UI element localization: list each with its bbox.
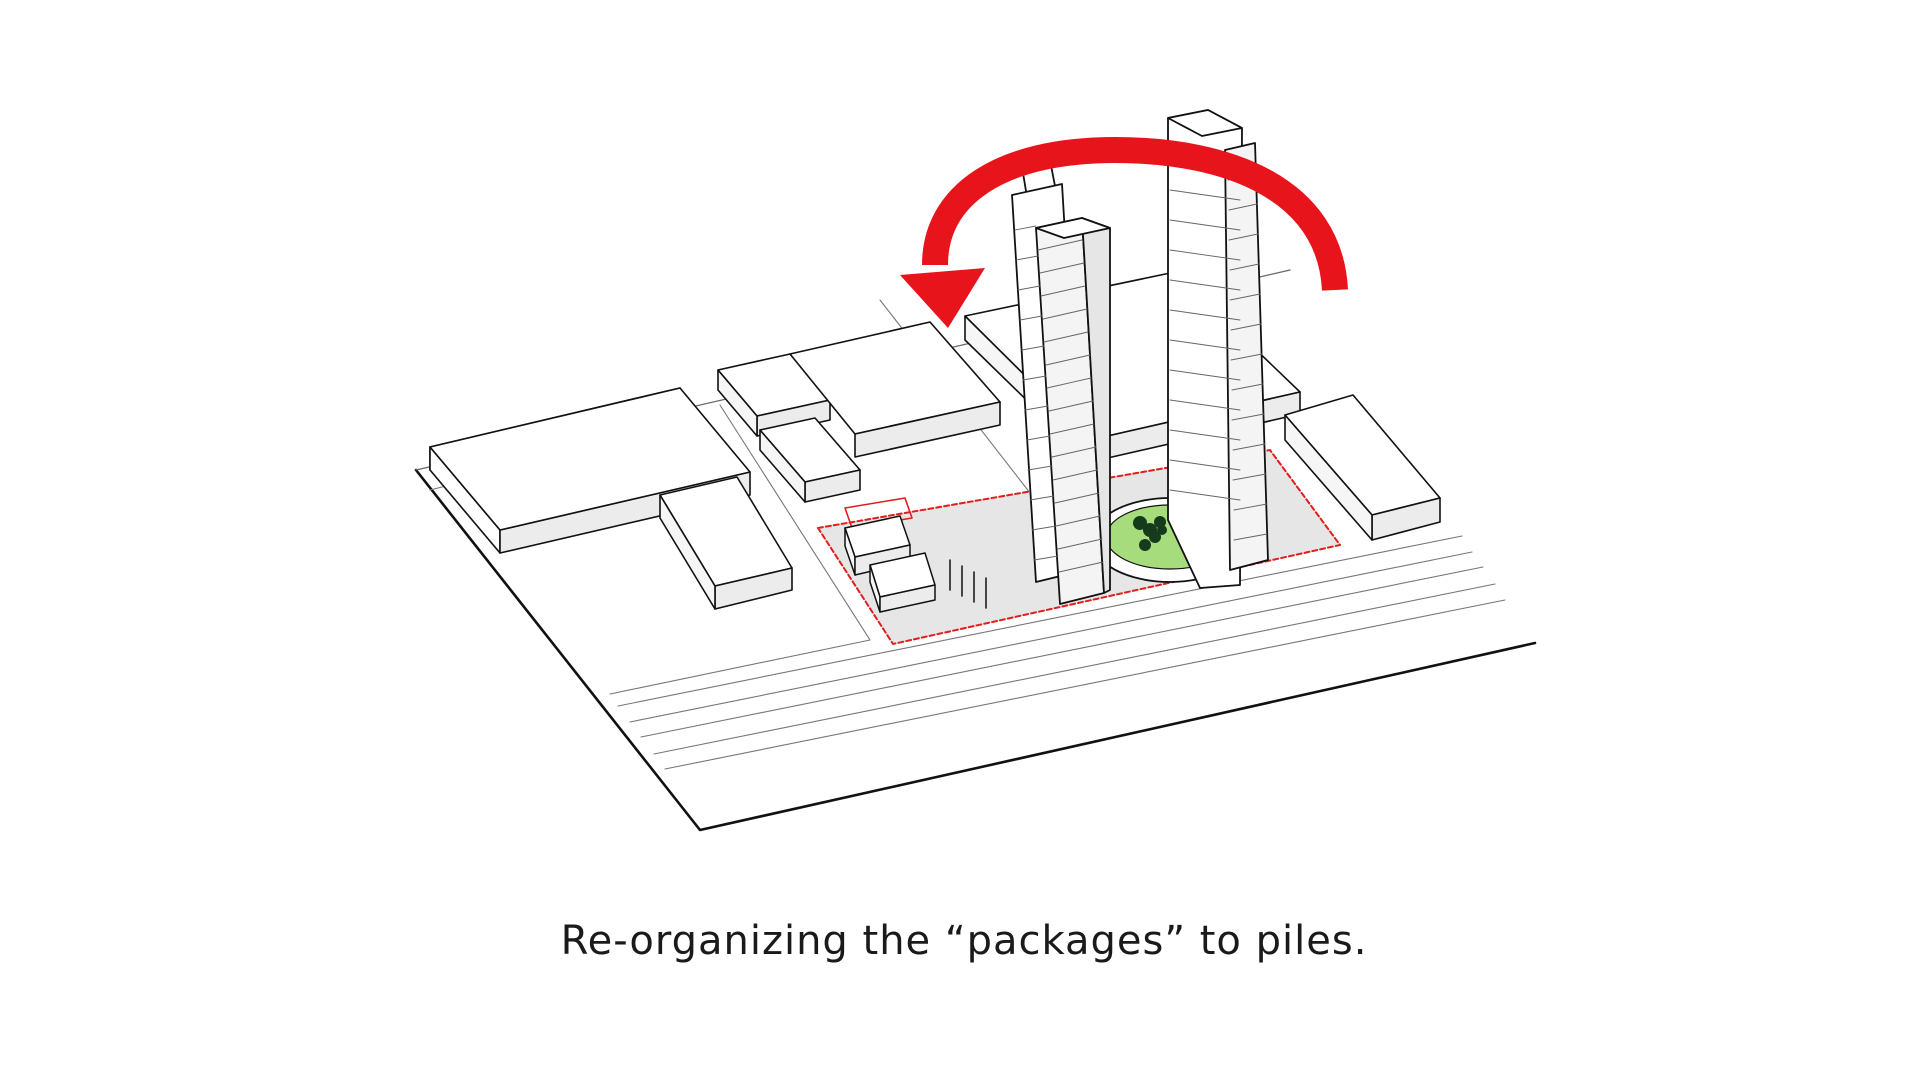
curved-arrow-icon bbox=[900, 137, 1348, 328]
building-block-east bbox=[1284, 394, 1441, 541]
tower-right bbox=[1167, 109, 1269, 589]
building-block-west bbox=[429, 387, 751, 554]
building-block-southwest bbox=[659, 476, 793, 610]
existing-buildings bbox=[844, 515, 987, 613]
building-block-north bbox=[717, 321, 1001, 503]
diagram-caption: Re-organizing the “packages” to piles. bbox=[560, 918, 1368, 964]
tree-cluster bbox=[1133, 516, 1167, 551]
tower-left bbox=[1011, 149, 1111, 605]
